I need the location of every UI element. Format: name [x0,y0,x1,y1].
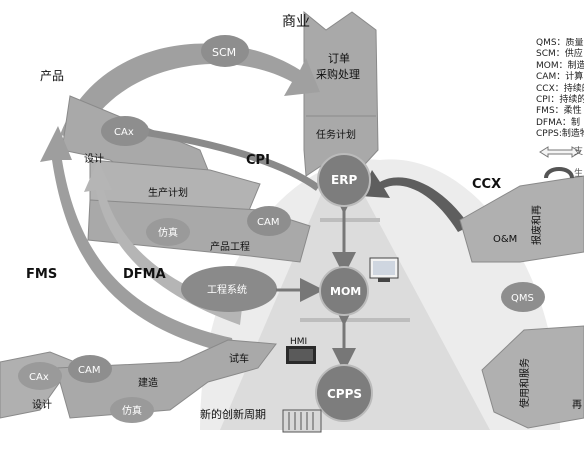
label-scm: SCM [212,46,236,59]
label-simulation-bottom: 仿真 [122,404,142,417]
legend-item: QMS：质量 [536,38,584,48]
om-arrow [459,175,584,263]
legend-item: CPPS:制造物 [536,129,584,140]
simulation-ellipse-top [146,218,190,246]
ccx-arc [360,170,470,232]
fms-loop [40,126,235,355]
pyramid-band-1 [320,218,380,222]
label-fms: FMS [26,267,57,282]
label-design-top: 设计 [84,152,104,165]
label-cax-top: CAx [114,127,134,138]
legend-item: SCM：供应 [536,49,583,60]
scm-arc [60,43,320,140]
label-cpps: CPPS [327,387,362,401]
label-erp: ERP [331,173,357,187]
label-om: O&M [493,234,517,245]
scm-ellipse [201,35,249,67]
hmi-panel-icon [286,346,316,364]
label-task-plan: 任务计划 [316,128,356,141]
bottom-build-arrow [55,339,277,419]
legend-item: CAM：计算 [536,72,584,83]
legend-item: CPI：持续的 [536,94,584,105]
label-qms: QMS [511,293,534,304]
label-dfma: DFMA [123,267,166,282]
label-hmi: HMI [290,337,307,347]
label-order-line2: 采购处理 [316,67,360,81]
cax-ellipse-bottom [18,362,62,390]
label-ccx: CCX [472,177,501,192]
legend-cycle-arrow-icon [544,167,574,179]
label-scrap-return: 报废和再 [530,205,543,245]
legend-tail-1: 支 [574,147,584,157]
label-cax-bottom: CAx [29,372,49,383]
label-right-edge: 再 [572,399,582,411]
monitor-icon [369,257,399,282]
erp-node [317,153,371,207]
cam-ellipse-top [247,206,291,236]
label-product-engineering: 产品工程 [210,240,250,253]
label-cam-top: CAM [257,217,279,228]
cam-ellipse-bottom [68,355,112,383]
label-cpi: CPI [246,153,270,168]
label-new-innovation-cycle: 新的创新周期 [200,407,266,421]
legend-item: DFMA：制 [536,117,581,128]
label-engineering-system: 工程系统 [207,283,247,296]
label-cam-bottom: CAM [78,365,100,376]
legend-item: CCX：持续的 [536,83,584,94]
label-use-service: 使用和服务 [518,358,531,408]
legend-item: MOM：制造 [536,60,584,71]
legend-item: FMS：柔性 [536,106,582,117]
legend-double-arrow-icon [539,146,581,158]
label-production-plan: 生产计划 [148,186,188,199]
label-order-line1: 订单 [328,52,350,65]
cax-ellipse-top [101,116,149,146]
engineering-system-ellipse [181,266,277,312]
label-mom: MOM [330,285,361,298]
label-trial-production: 试车 [229,352,249,365]
label-business: 商业 [282,14,310,30]
legend-tail-2: 生 [574,169,584,179]
label-design-bottom: 设计 [32,398,52,411]
rack-icon [282,409,322,433]
qms-ellipse [501,282,545,312]
label-simulation-top: 仿真 [158,226,178,239]
simulation-ellipse-bottom [110,397,154,423]
use-service-arrow [481,325,584,429]
label-build: 建造 [138,376,158,389]
label-product: 产品 [40,69,64,83]
mom-node [319,266,369,316]
pyramid-band-2 [300,318,410,322]
business-arrow [303,10,379,177]
cpps-node [315,364,373,422]
legend: QMS：质量 SCM：供应 MOM：制造 CAM：计算 CCX：持续的 CPI：… [536,38,584,141]
